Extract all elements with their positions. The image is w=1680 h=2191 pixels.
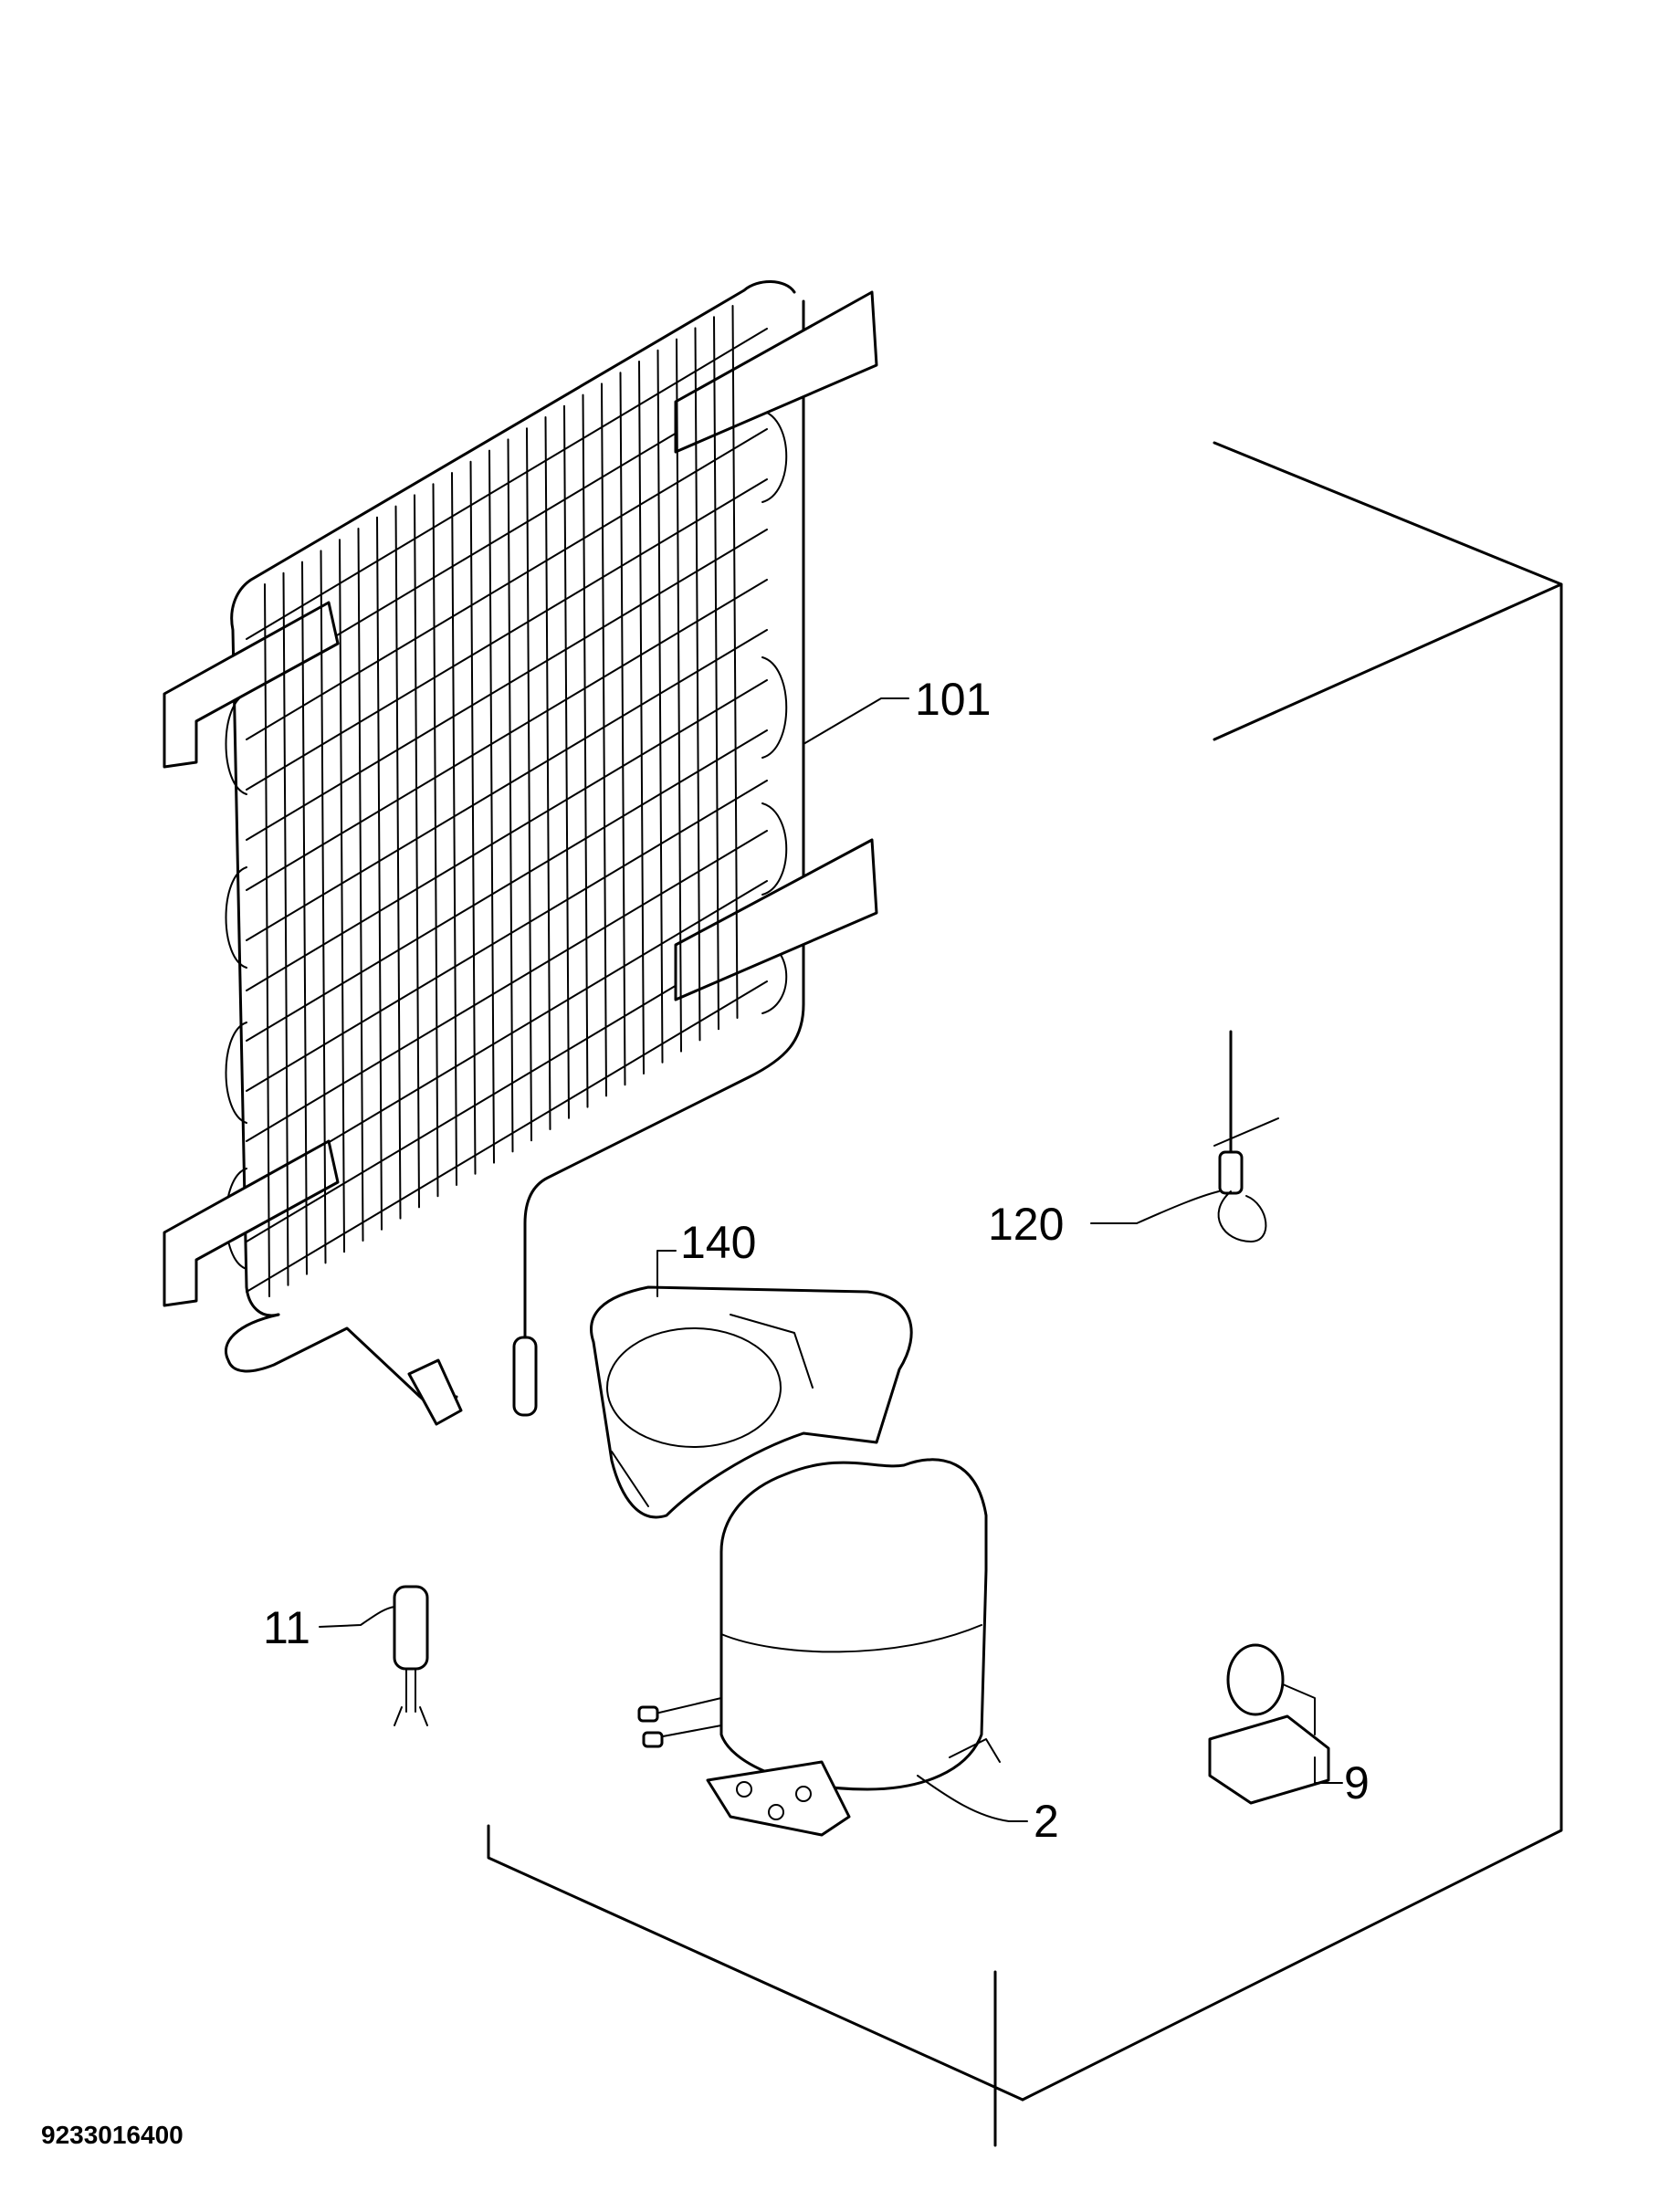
condenser-wire [432,483,439,1198]
condenser-wire [694,327,701,1042]
condenser-coil [163,280,878,1426]
filter-drier [393,1585,429,1726]
condenser-wire [394,505,402,1220]
condenser-wire [601,383,607,1097]
condenser-wire [320,550,327,1264]
condenser-wire [301,561,308,1275]
condenser-wire [264,583,270,1297]
condenser-tube-run [246,679,768,991]
condenser-wire [357,528,364,1242]
relay [1208,1643,1330,1805]
callout-120: 120 [988,1199,1064,1250]
document-number: 9233016400 [41,2121,184,2149]
condenser-wire [582,393,589,1108]
condenser-wire [713,316,719,1031]
callout-140: 140 [680,1217,756,1268]
condenser-wire [526,427,532,1142]
callout-2: 2 [1034,1796,1059,1847]
condenser-wire [488,449,495,1164]
condenser-wire [469,460,477,1175]
callout-101: 101 [915,674,991,725]
thermostat-sensor [1213,1030,1279,1242]
condenser-wire [676,338,682,1053]
condenser-wire [656,349,664,1064]
condenser-tube-run [246,529,768,841]
drip-tray [590,1285,913,1519]
condenser-wire [544,416,551,1130]
condenser-tube-run [246,478,768,791]
condenser-tube-run [246,629,768,941]
condenser-wire [731,305,739,1019]
condenser-wire [376,516,383,1231]
condenser-wire [282,571,289,1286]
condenser-wire [619,372,626,1086]
condenser-wire [563,404,570,1119]
condenser-wire [451,472,457,1186]
condenser-wire [414,494,420,1209]
cabinet-outline [487,441,1563,2147]
callout-9: 9 [1344,1757,1370,1808]
condenser-tube-run [246,428,768,740]
compressor [637,1458,1001,1837]
condenser-wire [339,539,345,1253]
condenser-wire [507,438,514,1153]
condenser-tube-run [246,328,768,640]
condenser-tube-run [246,579,768,891]
leader-lines [319,697,1343,1822]
condenser-wire [638,361,645,1075]
callout-11: 11 [263,1602,310,1653]
